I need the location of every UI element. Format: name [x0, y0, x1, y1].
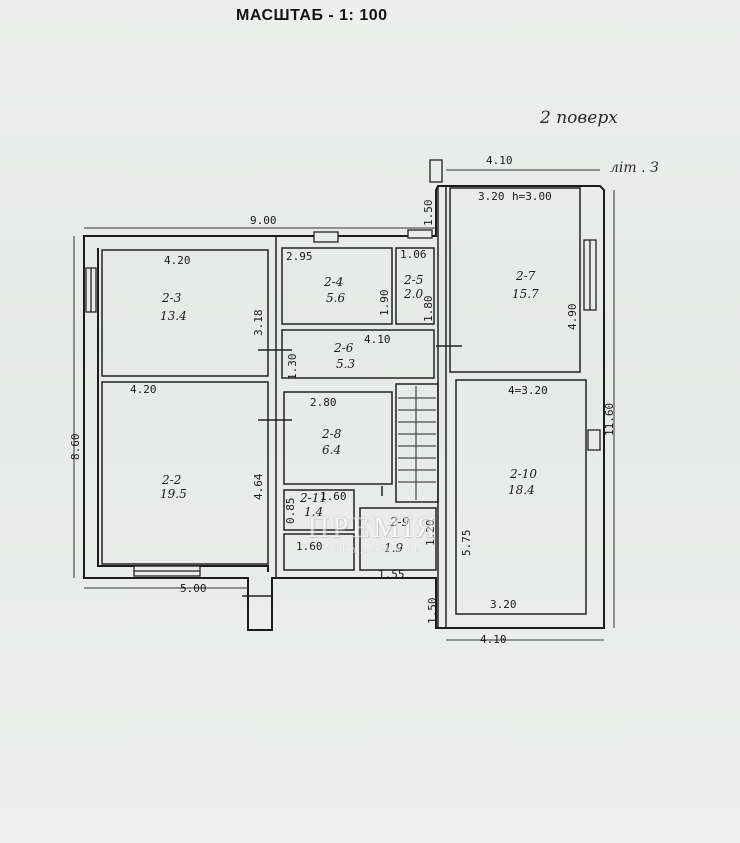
room-area: 5.3: [336, 357, 355, 371]
dimension-room-2-7-height: 4.90: [566, 304, 579, 331]
room-id: 2-3: [161, 291, 182, 305]
dimension-room-2-5-width: 1.06: [400, 248, 427, 261]
dimension-lines: [73, 169, 615, 641]
room-id: 2-7: [515, 269, 536, 283]
dimension-room-2-4-height: 1.90: [378, 290, 391, 317]
room-area: 2.0: [403, 287, 423, 301]
dimension-room-2-7-ceiling: h=3.00: [512, 190, 552, 203]
dimension-room-2-6-width: 4.10: [364, 333, 391, 346]
room-id: 2-5: [403, 273, 423, 287]
dimension-step-top: 1.50: [422, 200, 435, 227]
dimension-room-2-9-height: 1.20: [424, 520, 437, 547]
dimension-top-right-width: 4.10: [486, 154, 513, 167]
room-area: 1.4: [304, 505, 323, 519]
dimension-room-2-11-lower: 1.60: [296, 540, 323, 553]
dimension-bottom-left-width: 5.00: [180, 582, 207, 595]
room-area: 1.9: [384, 541, 403, 555]
dimension-step-bottom: 1.50: [426, 598, 439, 625]
dimension-room-2-3-height: 3.18: [252, 310, 265, 337]
interior-walls: [101, 186, 587, 628]
room-area: 13.4: [160, 309, 187, 323]
room-id: 2-10: [509, 467, 537, 481]
dimension-right-height: 11.60: [603, 403, 616, 436]
dimension-overall-height: 8.60: [69, 434, 82, 461]
dimension-room-2-5-height: 1.80: [422, 296, 435, 323]
dimension-labels: 9.00 8.60 11.60 4.10 4.10 5.00 1.50 1.50…: [69, 154, 616, 646]
room-id: 2-9: [389, 515, 410, 529]
dimension-room-2-8-width: 2.80: [310, 396, 337, 409]
room-area: 5.6: [326, 291, 345, 305]
room-area: 6.4: [322, 443, 341, 457]
door-marks: [242, 345, 462, 597]
dimension-room-2-9-bottom: 1.55: [378, 568, 405, 581]
room-id: 2-6: [333, 341, 354, 355]
dimension-overall-width: 9.00: [250, 214, 277, 227]
dimension-room-2-11-height: 0.85: [284, 498, 297, 525]
dimension-room-2-10-width: 4=3.20: [508, 384, 548, 397]
room-id: 2-2: [161, 473, 181, 487]
room-id: 2-11: [299, 491, 327, 505]
dimension-room-2-11-width: 1.60: [320, 490, 347, 503]
floor-label: 2 поверх: [540, 108, 618, 128]
room-id: 2-4: [323, 275, 343, 289]
room-labels: 2-3 13.4 2-4 5.6 2-5 2.0 2-6 5.3 2-7 15.…: [160, 269, 539, 555]
windows: [85, 159, 601, 577]
dimension-room-2-6-height: 1.30: [286, 354, 299, 381]
dimension-room-2-2-width: 4.20: [130, 383, 157, 396]
room-area: 15.7: [512, 287, 539, 301]
stair-treads: [398, 386, 436, 500]
dimension-room-2-10-bottom: 3.20: [490, 598, 517, 611]
dimension-room-2-10-height: 5.75: [460, 530, 473, 557]
dimension-room-2-7-width: 3.20: [478, 190, 505, 203]
room-area: 18.4: [508, 483, 535, 497]
dimension-bottom-right-width: 4.10: [480, 633, 507, 646]
letter-label: літ . З: [610, 160, 659, 176]
scale-title: МАСШТАБ - 1: 100: [236, 7, 388, 24]
dimension-room-2-2-height: 4.64: [252, 473, 265, 500]
room-id: 2-8: [321, 427, 342, 441]
room-area: 19.5: [160, 487, 187, 501]
dimension-room-2-3-width: 4.20: [164, 254, 191, 267]
dimension-room-2-4-width: 2.95: [286, 250, 313, 263]
